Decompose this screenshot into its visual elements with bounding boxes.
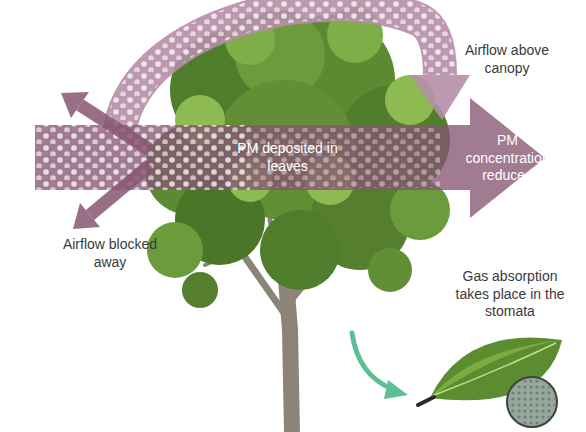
blocked-airflow-arrows [61,92,150,229]
callout-label: Airflow blocked away [52,236,168,271]
leaf-illustration [418,337,562,427]
callout-label: PM deposited in leaves [220,140,355,175]
callout-label: Gas absorption takes place in the stomat… [447,268,573,321]
pointer-arrow [352,333,408,399]
callout-label: PM concentration reduced [460,132,555,185]
callout-label: Airflow above canopy [452,42,562,77]
airflow-arch [120,5,470,128]
